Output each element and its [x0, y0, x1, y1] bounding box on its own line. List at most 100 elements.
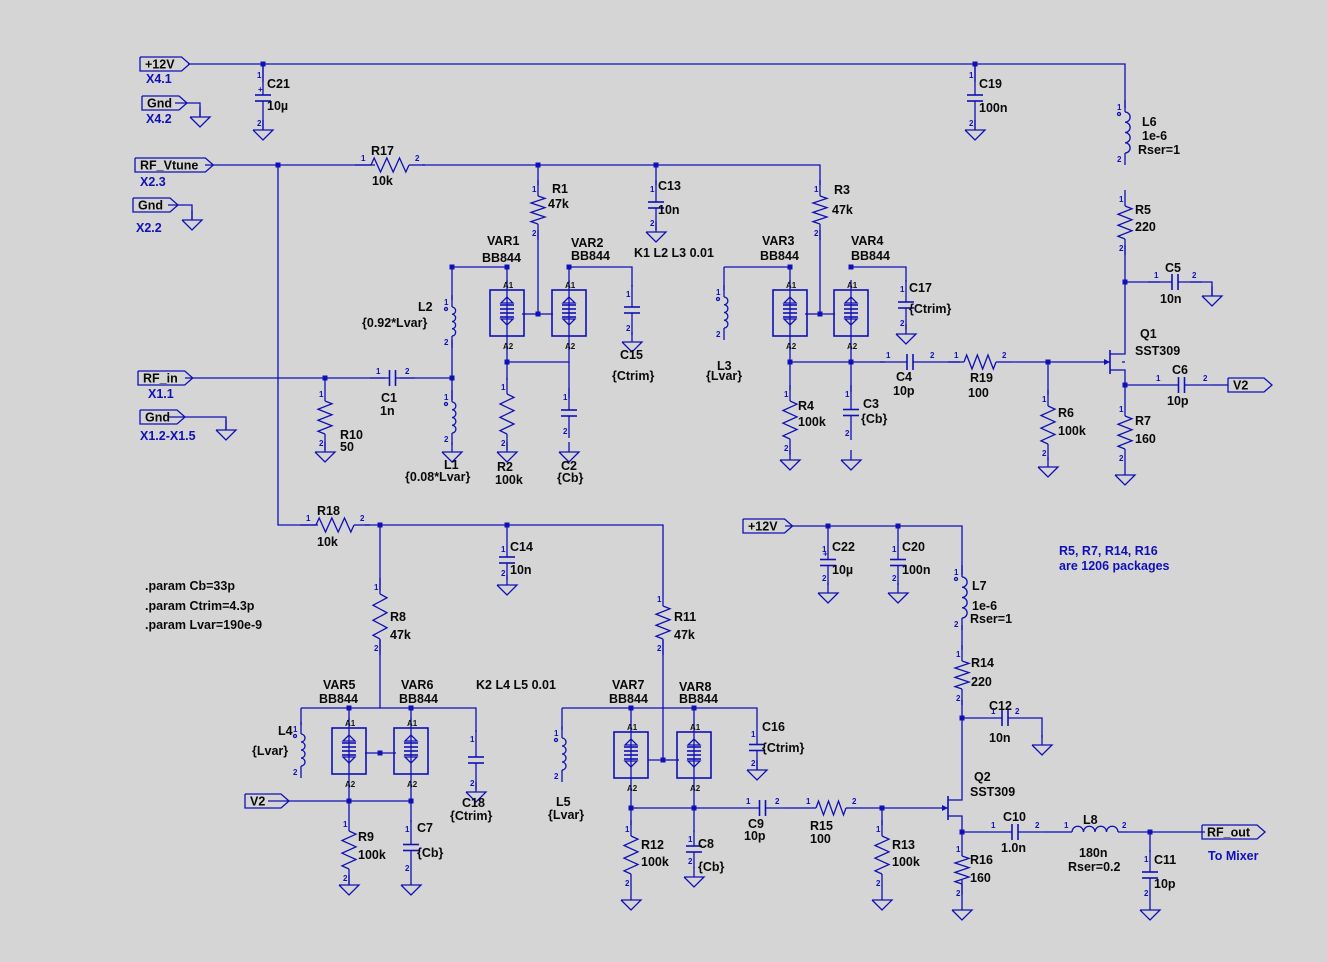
c3-ref: C3 — [863, 397, 879, 411]
r12-resistor — [622, 820, 640, 890]
pin-number: 1 — [876, 825, 881, 834]
polarity-mark: + — [823, 550, 828, 559]
var4-varactor — [833, 280, 869, 350]
var3-varactor — [772, 280, 808, 350]
pin-number: 2 — [532, 229, 537, 238]
wire — [569, 266, 633, 287]
pin-number: 2 — [501, 569, 506, 578]
r2-ref: R2 — [497, 460, 513, 474]
c7-value: {Cb} — [417, 846, 444, 860]
l2-ref: L2 — [418, 300, 433, 314]
junction-dot — [1147, 829, 1153, 835]
pin-number: 1 — [716, 288, 721, 297]
ground-symbol — [496, 575, 519, 596]
var3-ref: VAR3 — [762, 234, 794, 248]
junction-dot — [535, 311, 541, 317]
ground-symbol — [400, 875, 423, 896]
port-v2-in-text: V2 — [250, 795, 265, 809]
c6-capacitor — [1150, 377, 1213, 393]
ground-symbol — [1037, 457, 1060, 478]
port-x42: X4.2 — [146, 112, 172, 126]
c1-ref: C1 — [381, 391, 397, 405]
l8-value: 180n — [1079, 846, 1108, 860]
port-12v-mid — [742, 518, 794, 534]
pin-number: 2 — [501, 439, 506, 448]
pin-label: A2 — [565, 342, 576, 351]
c2-ref: C2 — [561, 459, 577, 473]
r19-resistor — [948, 353, 1012, 371]
var5-value: BB844 — [319, 692, 358, 706]
r15-value: 100 — [810, 832, 831, 846]
junction-dot — [848, 264, 854, 270]
pin-number: 2 — [892, 574, 897, 583]
ground-symbol — [252, 120, 275, 141]
junction-dot — [1122, 279, 1128, 285]
pin-number: 1 — [343, 820, 348, 829]
ground-symbol — [465, 782, 488, 803]
c19-value: 100n — [979, 101, 1008, 115]
junction-dot — [504, 264, 510, 270]
l8-inductor — [1060, 825, 1130, 833]
r10-ref: R10 — [340, 428, 363, 442]
r12-value: 100k — [641, 855, 669, 869]
r9-value: 100k — [358, 848, 386, 862]
pin-number: 1 — [501, 545, 506, 554]
junction-dot — [1045, 359, 1051, 365]
pin-number: 1 — [956, 845, 961, 854]
pin-number: 2 — [822, 574, 827, 583]
pin-number: 2 — [319, 439, 324, 448]
ground-symbol — [441, 442, 464, 463]
pin-number: 2 — [626, 324, 631, 333]
junction-dot — [504, 359, 510, 365]
ground-symbol — [871, 890, 894, 911]
pin-number: 2 — [470, 779, 475, 788]
junction-dot — [959, 715, 965, 721]
wire — [365, 524, 664, 590]
r3-resistor — [810, 180, 830, 240]
q2-value: SST309 — [970, 785, 1015, 799]
pin-number: 1 — [1119, 195, 1124, 204]
wire — [1122, 340, 1126, 355]
pin-label: A2 — [627, 784, 638, 793]
c22-capacitor — [820, 540, 836, 585]
l6-value: 1e-6 — [1142, 129, 1167, 143]
l7-ref: L7 — [972, 579, 987, 593]
package-note-line1: R5, R7, R14, R16 — [1059, 544, 1158, 558]
l7-extra: Rser=1 — [970, 612, 1012, 626]
l7-value: 1e-6 — [972, 599, 997, 613]
pin-label: A1 — [503, 281, 514, 290]
c13-ref: C13 — [658, 179, 681, 193]
c17-value: {Ctrim} — [909, 302, 952, 316]
pin-number: 1 — [657, 595, 662, 604]
pin-number: 2 — [657, 644, 662, 653]
wire — [960, 795, 963, 801]
ground-symbol — [1031, 735, 1054, 756]
wire — [694, 707, 758, 725]
ground-symbol-x42 — [189, 107, 212, 128]
q1-value: SST309 — [1135, 344, 1180, 358]
var4-value: BB844 — [851, 249, 890, 263]
wire — [506, 347, 570, 363]
var5-varactor — [331, 718, 367, 788]
c12-ref: C12 — [989, 699, 1012, 713]
param-lvar: .param Lvar=190e-9 — [145, 618, 262, 632]
c6-value: 10p — [1167, 394, 1189, 408]
pin-number: 1 — [376, 367, 381, 376]
r1-resistor — [528, 180, 548, 240]
ground-symbol — [951, 900, 974, 921]
pin-number: 1 — [991, 707, 996, 716]
pin-number: 2 — [954, 620, 959, 629]
k1-directive: K1 L2 L3 0.01 — [634, 246, 714, 260]
l8-extra: Rser=0.2 — [1068, 860, 1121, 874]
pin-label: A1 — [407, 719, 418, 728]
c2-capacitor — [561, 388, 577, 438]
pin-number: 2 — [415, 154, 420, 163]
c20-capacitor — [890, 540, 906, 585]
port-gnd-top-text: Gnd — [147, 97, 172, 111]
pin-label: A1 — [565, 281, 576, 290]
var8-varactor — [676, 722, 712, 792]
port-12v-top — [139, 56, 191, 72]
pin-number: 1 — [886, 351, 891, 360]
c14-value: 10n — [510, 563, 532, 577]
